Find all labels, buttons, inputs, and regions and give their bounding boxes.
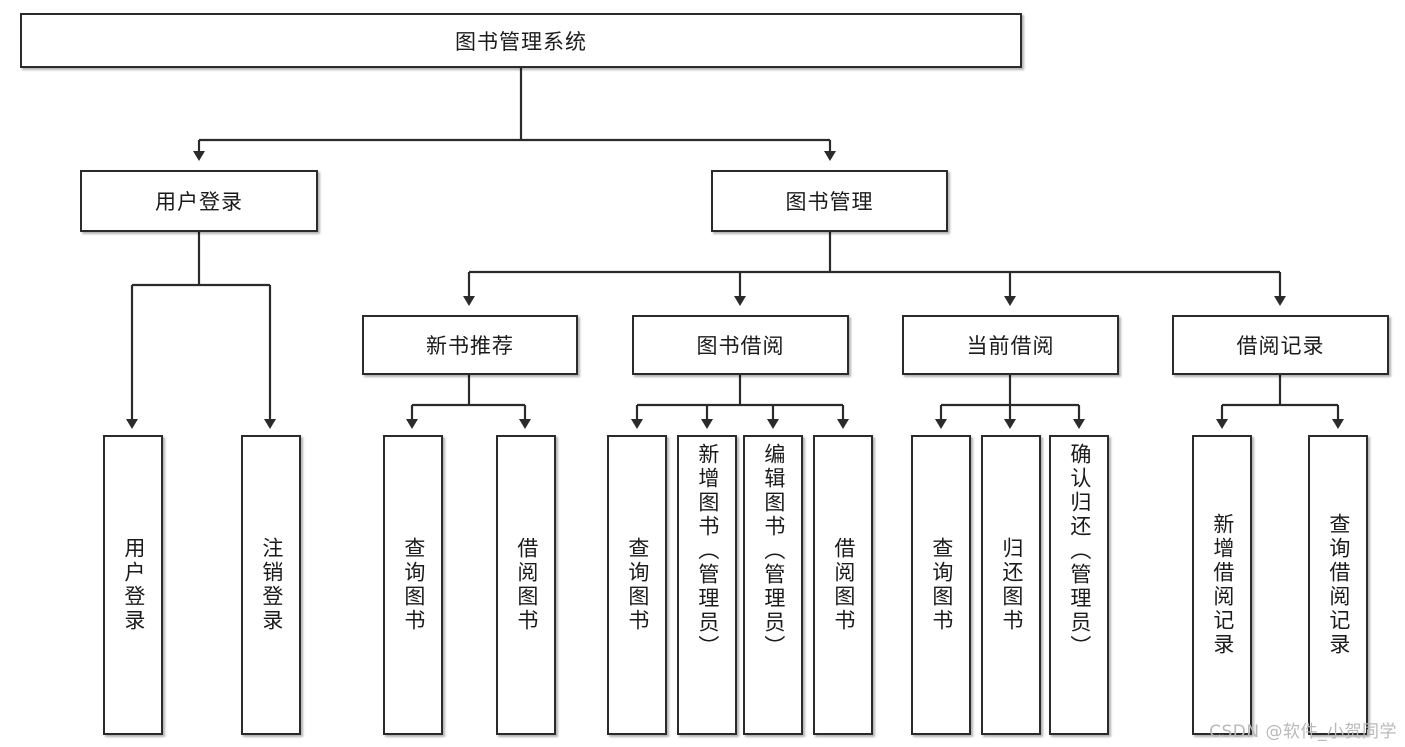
node-leaf-return-book[interactable]: 归还图书 [981,435,1041,735]
node-new-book-recommend[interactable]: 新书推荐 [362,315,578,375]
node-leaf-logout-login[interactable]: 注销登录 [241,435,301,735]
node-leaf-confirm-return-admin[interactable]: 确认归还（管理员） [1049,435,1109,735]
node-leaf-add-borrow-record[interactable]: 新增借阅记录 [1192,435,1252,735]
node-leaf-query-book-2-label: 查询图书 [625,537,650,633]
node-user-login-label: 用户登录 [155,190,243,214]
node-leaf-query-book-1[interactable]: 查询图书 [383,435,443,735]
node-user-login[interactable]: 用户登录 [80,170,318,232]
node-leaf-edit-book-admin[interactable]: 编辑图书（管理员） [743,435,803,735]
node-leaf-borrow-book-2[interactable]: 借阅图书 [813,435,873,735]
node-leaf-add-book-admin[interactable]: 新增图书（管理员） [677,435,737,735]
node-leaf-borrow-book-1-label: 借阅图书 [514,537,539,633]
node-leaf-user-login[interactable]: 用户登录 [103,435,163,735]
node-current-borrow[interactable]: 当前借阅 [902,315,1119,375]
node-leaf-add-borrow-record-label: 新增借阅记录 [1210,513,1235,657]
node-leaf-query-borrow-record-label: 查询借阅记录 [1326,513,1351,657]
node-leaf-query-borrow-record[interactable]: 查询借阅记录 [1308,435,1368,735]
node-leaf-query-book-3-label: 查询图书 [929,537,954,633]
node-borrow-record-label: 借阅记录 [1236,334,1325,358]
node-book-management[interactable]: 图书管理 [711,170,948,232]
node-leaf-add-book-admin-label: 新增图书（管理员） [695,443,720,659]
node-book-management-label: 图书管理 [785,190,874,214]
node-leaf-logout-login-label: 注销登录 [259,537,284,633]
node-leaf-return-book-label: 归还图书 [999,537,1024,633]
node-root-label: 图书管理系统 [455,29,587,54]
node-root[interactable]: 图书管理系统 [20,13,1022,68]
node-leaf-borrow-book-2-label: 借阅图书 [831,537,856,633]
node-leaf-edit-book-admin-label: 编辑图书（管理员） [761,443,786,659]
node-borrow-record[interactable]: 借阅记录 [1172,315,1389,375]
node-leaf-query-book-1-label: 查询图书 [401,537,426,633]
node-book-borrow[interactable]: 图书借阅 [632,315,849,375]
node-leaf-borrow-book-1[interactable]: 借阅图书 [496,435,556,735]
node-new-book-recommend-label: 新书推荐 [426,334,514,358]
node-leaf-query-book-2[interactable]: 查询图书 [607,435,667,735]
node-leaf-user-login-label: 用户登录 [121,537,146,633]
node-leaf-confirm-return-admin-label: 确认归还（管理员） [1067,443,1092,659]
node-book-borrow-label: 图书借阅 [696,334,785,358]
node-leaf-query-book-3[interactable]: 查询图书 [911,435,971,735]
watermark-text: CSDN @软件_小贺同学 [1209,722,1397,742]
node-current-borrow-label: 当前借阅 [966,334,1055,358]
